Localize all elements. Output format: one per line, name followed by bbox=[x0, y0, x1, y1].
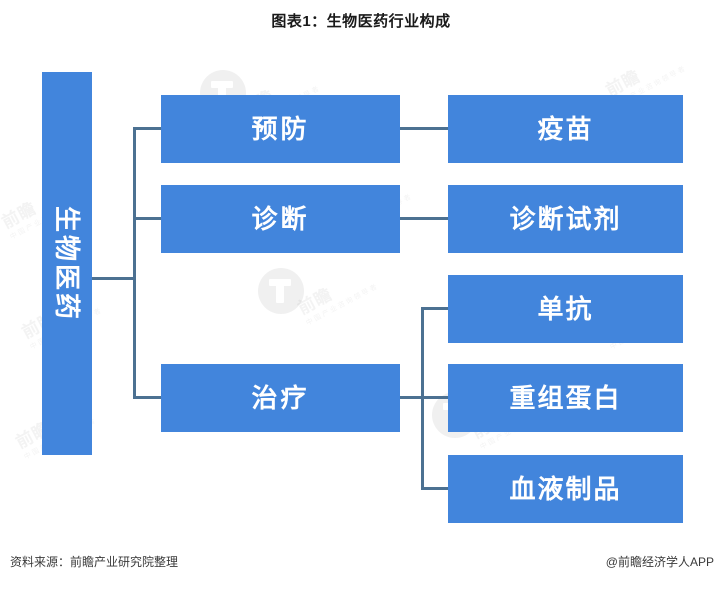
node-diagnosis[interactable]: 诊断 bbox=[161, 185, 400, 253]
connector-diagnosis-reagent bbox=[400, 217, 448, 220]
chart-title: 图表1：生物医药行业构成 bbox=[271, 13, 451, 30]
node-monoclonal-antibody[interactable]: 单抗 bbox=[448, 275, 683, 343]
node-treatment[interactable]: 治疗 bbox=[161, 364, 400, 432]
node-blood-products[interactable]: 血液制品 bbox=[448, 455, 683, 523]
connector-to-recombinant-protein bbox=[421, 396, 449, 399]
connector-to-prevention bbox=[133, 127, 162, 130]
node-recombinant-protein[interactable]: 重组蛋白 bbox=[448, 364, 683, 432]
watermark-brand-text: 前瞻 bbox=[0, 198, 40, 233]
watermark-brand-text: 前瞻 bbox=[294, 284, 336, 319]
connector-to-mab bbox=[421, 307, 449, 310]
node-diagnosis-label: 诊断 bbox=[251, 204, 310, 234]
watermark-logo-icon bbox=[258, 268, 304, 314]
footer-source: 资料来源：前瞻产业研究院整理 bbox=[10, 555, 179, 569]
node-diagnostic-reagent[interactable]: 诊断试剂 bbox=[448, 185, 683, 253]
node-recombinant-protein-label: 重组蛋白 bbox=[509, 383, 622, 413]
node-prevention-label: 预防 bbox=[251, 114, 310, 144]
connector-treatment-stub bbox=[400, 396, 424, 399]
connector-to-treatment bbox=[133, 396, 162, 399]
connector-to-blood-products bbox=[421, 487, 449, 490]
footer-attribution: @前瞻经济学人APP bbox=[605, 555, 714, 569]
node-blood-products-label: 血液制品 bbox=[509, 474, 622, 504]
node-treatment-label: 治疗 bbox=[251, 383, 310, 413]
node-root-label: 生物医药 bbox=[52, 205, 83, 322]
node-monoclonal-antibody-label: 单抗 bbox=[537, 294, 594, 324]
connector-root-trunk bbox=[133, 127, 136, 399]
node-vaccine-label: 疫苗 bbox=[537, 114, 594, 144]
connector-to-diagnosis bbox=[133, 217, 162, 220]
watermark-subtitle: 中国产业咨询领导者 bbox=[305, 282, 381, 328]
node-root-biopharmaceutical[interactable]: 生物医药 bbox=[42, 72, 92, 455]
watermark-brand: 前瞻 中国产业咨询领导者 bbox=[293, 259, 381, 328]
connector-root-stub bbox=[92, 277, 136, 280]
node-diagnostic-reagent-label: 诊断试剂 bbox=[509, 204, 622, 234]
connector-prevention-vaccine bbox=[400, 127, 448, 130]
node-vaccine[interactable]: 疫苗 bbox=[448, 95, 683, 163]
node-prevention[interactable]: 预防 bbox=[161, 95, 400, 163]
